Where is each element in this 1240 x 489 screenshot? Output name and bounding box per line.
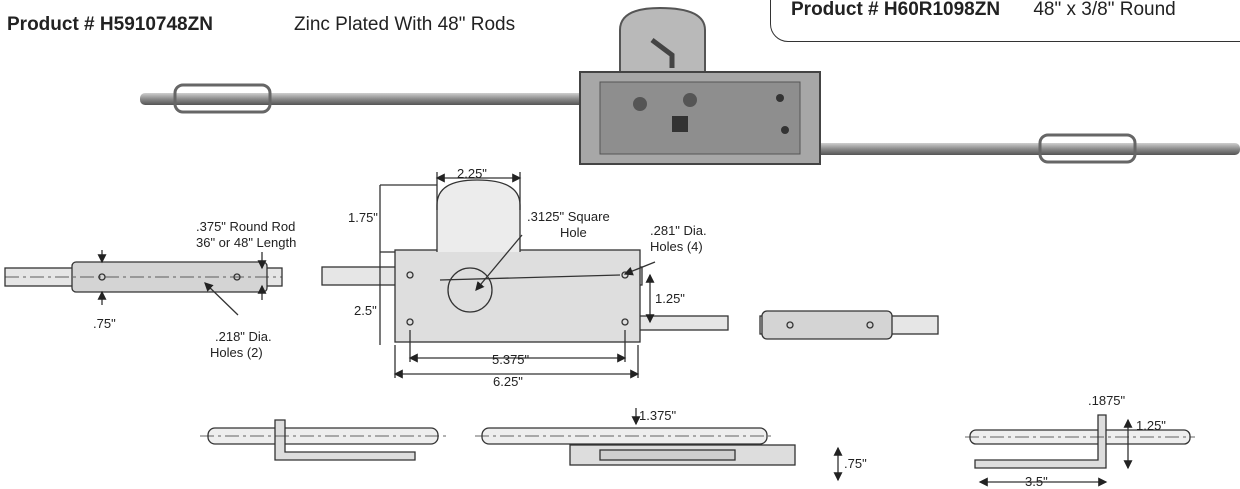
hole-spacing-v-label: 1.25": [655, 291, 685, 306]
center-offset-label: 1.375": [639, 408, 677, 423]
product-description: Zinc Plated With 48" Rods: [294, 14, 516, 35]
mount-holes-label: .281" Dia.: [650, 223, 707, 238]
upper-height-label: 1.75": [348, 210, 378, 225]
elevation-views: [200, 408, 1195, 487]
top-width-label: 2.25": [457, 166, 487, 181]
side-top-label: .1875": [1088, 393, 1126, 408]
rod-plan-view: [4, 250, 283, 316]
rod-holes-count-label: Holes (2): [210, 345, 263, 360]
related-product-callout: Product # H60R1098ZN 48" x 3/8" Round: [770, 0, 1240, 42]
hole-spacing-h-label: 5.375": [492, 352, 530, 367]
rod-plan-view-right: [759, 310, 939, 340]
center-height-label: .75": [844, 456, 867, 471]
side-height-label: 1.25": [1136, 418, 1166, 433]
rod-spec-label: .375" Round Rod: [196, 219, 295, 234]
callout-product-number: Product # H60R1098ZN: [791, 0, 1001, 20]
square-hole-label-2: Hole: [560, 225, 587, 240]
side-width-label: 3.5": [1025, 474, 1048, 489]
rod-holes-label: .218" Dia.: [215, 329, 272, 344]
square-hole-label: .3125" Square: [527, 209, 610, 224]
overall-width-label: 6.25": [493, 374, 523, 389]
mount-holes-count-label: Holes (4): [650, 239, 703, 254]
rod-length-label: 36" or 48" Length: [196, 235, 296, 250]
body-height-label: 2.5": [354, 303, 377, 318]
latch-plan-view: [321, 172, 729, 379]
callout-description: 48" x 3/8" Round: [1033, 0, 1176, 20]
latch-assembly-photo: [140, 6, 1240, 165]
product-number: Product # H5910748ZN: [7, 14, 213, 35]
rod-width-label: .75": [93, 316, 116, 331]
